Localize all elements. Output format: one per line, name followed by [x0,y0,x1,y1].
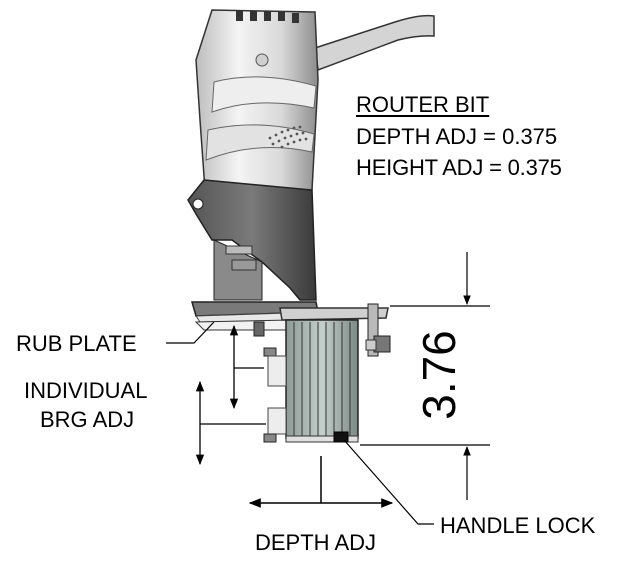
rub-plate [194,319,293,337]
handle-lock-label: HANDLE LOCK [440,513,596,538]
depth-adj-label: DEPTH ADJ [255,530,377,555]
vent-slots [236,11,299,23]
rub-plate-label: RUB PLATE [16,331,137,356]
spec-depth-line: DEPTH ADJ = 0.375 [356,124,558,149]
brg-adj-label: BRG ADJ [40,407,135,432]
rub-plate-leader [166,321,215,344]
handle-lock-leader [343,439,434,525]
power-cord [314,14,435,72]
router-base-collar [187,179,317,301]
spec-height-line: HEIGHT ADJ = 0.375 [356,155,562,180]
block-ribs [293,322,351,436]
bearing-adj-arrows [195,324,266,466]
height-dimension-text: 3.76 [413,330,465,420]
grip-texture [268,125,308,149]
bearing-fixture [263,303,391,443]
height-dimension [360,252,490,500]
depth-adj-arrow [248,456,394,508]
individual-label: INDIVIDUAL [24,378,148,403]
height-dimension-value: 3.76 [413,310,465,440]
spec-title: ROUTER BIT [356,92,490,117]
router-body [195,9,319,191]
